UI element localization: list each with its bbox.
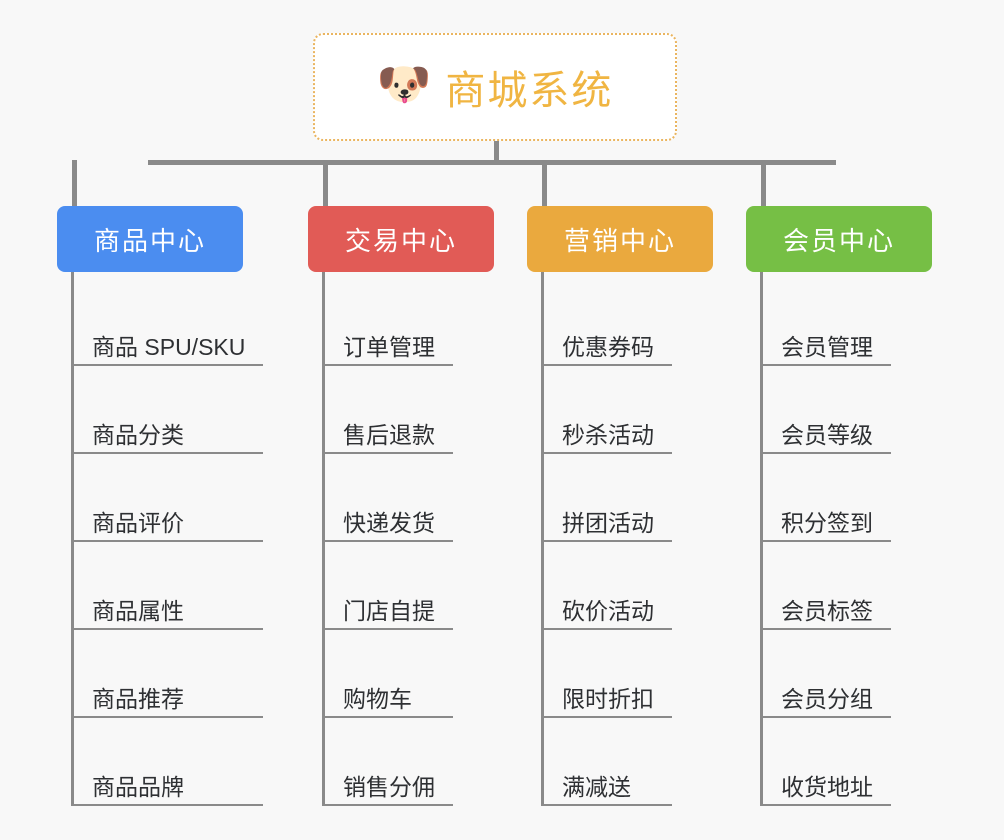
leaf-item[interactable]: 售后退款 (325, 366, 453, 454)
leaf-item-label: 商品推荐 (92, 685, 184, 712)
leaf-item-label: 秒杀活动 (562, 421, 654, 448)
root-node-title: 商城系统 (445, 69, 614, 113)
root-node[interactable]: 🐶 商城系统 (313, 33, 677, 141)
leaf-item-label: 会员等级 (781, 421, 873, 448)
leaf-item[interactable]: 会员等级 (763, 366, 891, 454)
leaf-item[interactable]: 商品品牌 (74, 718, 264, 806)
leaf-item-label: 商品属性 (92, 597, 184, 624)
leaf-item-label: 满减送 (562, 773, 631, 800)
leaf-list-product-center: 商品 SPU/SKU 商品分类商品评价商品属性商品推荐商品品牌 (71, 272, 264, 806)
branch-column-trade-center: 交易中心订单管理售后退款快递发货门店自提购物车销售分佣 (308, 206, 494, 806)
category-header-label: 会员中心 (782, 225, 895, 256)
leaf-item[interactable]: 门店自提 (325, 542, 453, 630)
leaf-item[interactable]: 订单管理 (325, 278, 453, 366)
connector-drop-product-center (72, 160, 77, 208)
connector-drop-trade-center (323, 160, 328, 208)
category-header-label: 商品中心 (93, 225, 206, 256)
leaf-list-marketing-center: 优惠券码秒杀活动拼团活动砍价活动限时折扣满减送 (541, 272, 672, 806)
category-header-product-center[interactable]: 商品中心 (57, 206, 243, 272)
leaf-item[interactable]: 商品分类 (74, 366, 264, 454)
leaf-item[interactable]: 购物车 (325, 630, 453, 718)
category-header-trade-center[interactable]: 交易中心 (308, 206, 494, 272)
leaf-item[interactable]: 限时折扣 (544, 630, 672, 718)
leaf-item-label: 限时折扣 (562, 685, 654, 712)
leaf-list-member-center: 会员管理会员等级积分签到会员标签会员分组收货地址 (760, 272, 891, 806)
leaf-item-label: 销售分佣 (343, 773, 435, 800)
leaf-item-label: 砍价活动 (562, 597, 654, 624)
leaf-item[interactable]: 快递发货 (325, 454, 453, 542)
leaf-item-label: 商品分类 (92, 421, 184, 448)
leaf-item[interactable]: 商品推荐 (74, 630, 264, 718)
leaf-item[interactable]: 满减送 (544, 718, 672, 806)
leaf-item[interactable]: 商品评价 (74, 454, 264, 542)
leaf-item-label: 会员分组 (781, 685, 873, 712)
category-header-marketing-center[interactable]: 营销中心 (527, 206, 713, 272)
leaf-item-label: 拼团活动 (562, 509, 654, 536)
leaf-item[interactable]: 拼团活动 (544, 454, 672, 542)
leaf-item[interactable]: 积分签到 (763, 454, 891, 542)
leaf-item-label: 快递发货 (343, 509, 435, 536)
category-header-label: 交易中心 (344, 225, 457, 256)
connector-drop-member-center (761, 160, 766, 208)
leaf-item[interactable]: 商品 SPU/SKU (74, 278, 264, 366)
category-header-member-center[interactable]: 会员中心 (746, 206, 932, 272)
leaf-item-label: 商品品牌 (92, 773, 184, 800)
leaf-item[interactable]: 优惠券码 (544, 278, 672, 366)
leaf-item-label: 积分签到 (781, 509, 873, 536)
leaf-item[interactable]: 收货地址 (763, 718, 891, 806)
leaf-item[interactable]: 秒杀活动 (544, 366, 672, 454)
leaf-item-label: 商品评价 (92, 509, 184, 536)
connector-drop-marketing-center (542, 160, 547, 208)
category-header-label: 营销中心 (563, 225, 676, 256)
leaf-item[interactable]: 会员分组 (763, 630, 891, 718)
branch-column-member-center: 会员中心会员管理会员等级积分签到会员标签会员分组收货地址 (746, 206, 932, 806)
leaf-item[interactable]: 会员管理 (763, 278, 891, 366)
leaf-item[interactable]: 销售分佣 (325, 718, 453, 806)
leaf-item-label: 会员管理 (781, 333, 873, 360)
leaf-list-trade-center: 订单管理售后退款快递发货门店自提购物车销售分佣 (322, 272, 453, 806)
leaf-item-label: 购物车 (343, 685, 412, 712)
leaf-item-label: 商品 SPU/SKU (92, 333, 246, 360)
leaf-item[interactable]: 会员标签 (763, 542, 891, 630)
shiba-dog-icon: 🐶 (376, 60, 432, 109)
leaf-item-label: 门店自提 (343, 597, 435, 624)
branch-column-product-center: 商品中心商品 SPU/SKU 商品分类商品评价商品属性商品推荐商品品牌 (57, 206, 264, 806)
leaf-item-label: 收货地址 (781, 773, 873, 800)
branch-column-marketing-center: 营销中心优惠券码秒杀活动拼团活动砍价活动限时折扣满减送 (527, 206, 713, 806)
connector-horizontal-bar (148, 160, 836, 165)
leaf-item[interactable]: 商品属性 (74, 542, 264, 630)
leaf-item-label: 售后退款 (343, 421, 435, 448)
leaf-item-label: 优惠券码 (562, 333, 654, 360)
leaf-item-label: 会员标签 (781, 597, 873, 624)
leaf-item[interactable]: 砍价活动 (544, 542, 672, 630)
leaf-item-label: 订单管理 (343, 333, 435, 360)
connector-root-stem (494, 141, 499, 163)
